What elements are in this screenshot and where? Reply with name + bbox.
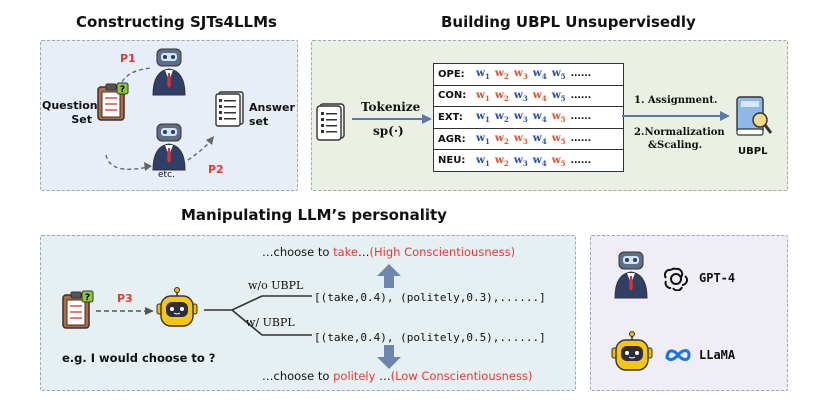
prompt-text: e.g. I would choose to ? — [62, 351, 216, 365]
etc-label: etc. — [158, 170, 175, 180]
assignment-label: 1. Assignment. — [634, 95, 718, 106]
p3-label: P3 — [117, 292, 133, 305]
weight-token: w2 — [494, 67, 509, 82]
weight-token: w3 — [513, 153, 528, 168]
prompt-arrow — [96, 307, 154, 315]
bot-word: politely — [333, 369, 376, 383]
bot-prefix: …choose to — [262, 369, 334, 383]
weight-token: w3 — [513, 132, 528, 147]
weight-token: w5 — [551, 88, 566, 103]
weight-token: w1 — [476, 88, 490, 103]
prompt-clipboard-icon: ? — [62, 290, 94, 329]
ubpl-table: OPE: w1 w2 w3 w4 w5...... CON: w1 w2 w3 w4 w5......… — [433, 63, 624, 172]
table-row: OPE: w1 w2 w3 w4 w5...... — [434, 64, 623, 86]
output-without-ubpl: [(take,0.4), (politely,0.3),......] — [314, 291, 546, 304]
trait-label: AGR: — [438, 133, 466, 145]
trait-label: NEU: — [438, 155, 466, 167]
openai-logo-icon — [664, 267, 688, 291]
robot-agent-icon-bottom — [152, 123, 186, 171]
svg-text:?: ? — [120, 85, 125, 95]
bot-mid: … — [375, 369, 391, 383]
weight-token: w4 — [532, 110, 547, 125]
document-icon — [316, 103, 345, 141]
top-prefix: …choose to — [262, 245, 334, 259]
llama-robot-icon — [611, 331, 653, 371]
p1-label: P1 — [120, 52, 136, 65]
weight-token: w5 — [551, 67, 566, 82]
normalization-label: 2.Normalization — [634, 127, 725, 138]
branch-lines — [204, 295, 312, 336]
answer-set-label: Answer set — [249, 101, 295, 128]
question-set-icon: ? — [97, 82, 129, 121]
question-set-label: Question Set — [42, 99, 98, 126]
weight-token: w5 — [551, 110, 566, 125]
weight-token: w2 — [494, 132, 509, 147]
meta-logo-icon — [665, 349, 691, 361]
top-paren: (High Conscientiousness) — [369, 245, 516, 259]
weight-token: w3 — [513, 67, 528, 82]
weight-token: w4 — [532, 88, 547, 103]
llm-robot-icon — [156, 287, 198, 327]
high-conscientiousness-line: …choose to take…(High Conscientiousness) — [262, 245, 515, 259]
title-manipulating: Manipulating LLM’s personality — [181, 206, 447, 224]
tokenize-label: Tokenize — [361, 100, 421, 114]
title-constructing: Constructing SJTs4LLMs — [76, 13, 277, 31]
svg-text:?: ? — [85, 293, 90, 303]
weight-token: w2 — [494, 110, 509, 125]
weight-token: w4 — [532, 67, 547, 82]
w-ubpl-label: w/ UBPL — [246, 316, 295, 329]
llama-label: LLaMA — [699, 348, 736, 362]
weight-token: w3 — [513, 88, 528, 103]
title-building: Building UBPL Unsupervisedly — [441, 13, 696, 31]
weight-token: w2 — [494, 153, 509, 168]
weight-token: w3 — [513, 110, 528, 125]
weight-token: w5 — [551, 132, 566, 147]
tokenize-arrow — [352, 114, 432, 124]
ellipsis: ...... — [570, 155, 592, 166]
weight-token: w2 — [494, 88, 509, 103]
output-with-ubpl: [(take,0.4), (politely,0.5),......] — [314, 331, 546, 344]
ubpl-label: UBPL — [738, 146, 768, 157]
gpt4-label: GPT-4 — [699, 271, 736, 285]
ellipsis: ...... — [570, 112, 592, 123]
robot-agent-icon-top — [152, 48, 186, 96]
assignment-arrow — [622, 111, 730, 121]
sp-label: sp(·) — [373, 124, 404, 138]
table-row: AGR: w1 w2 w3 w4 w5...... — [434, 129, 623, 151]
top-mid: … — [358, 245, 370, 259]
ellipsis: ...... — [570, 90, 592, 101]
up-arrow — [377, 264, 401, 288]
table-row: NEU: w1 w2 w3 w4 w5...... — [434, 150, 623, 171]
weight-token: w4 — [532, 153, 547, 168]
robot-agent-icon-models — [614, 251, 648, 299]
weight-token: w4 — [532, 132, 547, 147]
weight-token: w1 — [476, 110, 490, 125]
weight-token: w5 — [551, 153, 566, 168]
weight-token: w1 — [476, 132, 490, 147]
ellipsis: ...... — [570, 69, 592, 80]
table-row: CON: w1 w2 w3 w4 w5...... — [434, 86, 623, 108]
p2-label: P2 — [208, 163, 224, 176]
weight-token: w1 — [476, 67, 490, 82]
answer-set-icon — [215, 91, 244, 127]
top-word: take — [333, 245, 358, 259]
ellipsis: ...... — [570, 134, 592, 145]
low-conscientiousness-line: …choose to politely …(Low Conscientiousn… — [262, 369, 532, 383]
ubpl-book-icon — [736, 96, 773, 136]
wo-ubpl-label: w/o UBPL — [248, 279, 304, 292]
manipulating-panel — [40, 235, 576, 391]
trait-label: OPE: — [438, 68, 465, 80]
table-row: EXT: w1 w2 w3 w4 w5...... — [434, 107, 623, 129]
bot-paren: (Low Conscientiousness) — [390, 369, 533, 383]
scaling-label: &Scaling. — [648, 140, 703, 151]
trait-label: EXT: — [438, 111, 463, 123]
down-arrow — [377, 345, 401, 369]
weight-token: w1 — [476, 153, 490, 168]
trait-label: CON: — [438, 90, 467, 102]
